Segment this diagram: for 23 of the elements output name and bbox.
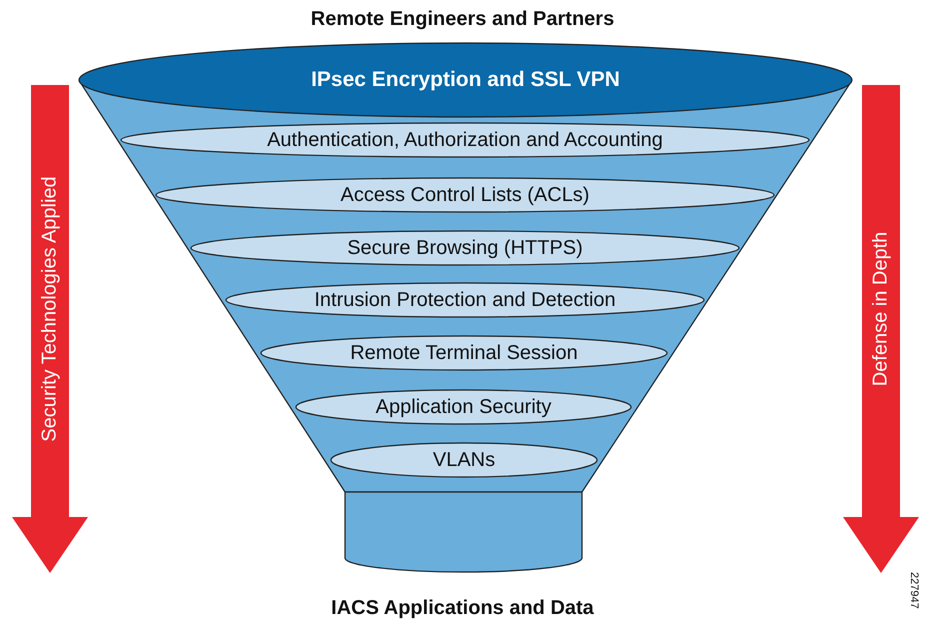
down-arrow [843, 85, 919, 573]
layer-label: Access Control Lists (ACLs) [340, 184, 590, 206]
bottom-caption: IACS Applications and Data [331, 597, 594, 620]
layer-label: Authentication, Authorization and Accounting [267, 128, 663, 152]
layer-label: Application Security [376, 396, 552, 418]
layer-label: Secure Browsing (HTTPS) [347, 236, 583, 260]
layer-ellipse [225, 282, 705, 318]
layer-label: IPsec Encryption and SSL VPN [311, 68, 620, 92]
funnel-rim-ellipse [78, 42, 853, 118]
layer-label: VLANs [432, 448, 496, 472]
figure-number: 227947 [908, 572, 920, 609]
layer-ellipse [120, 122, 810, 158]
layer-ellipse [190, 230, 740, 266]
layer-ellipse [330, 442, 598, 478]
layer-label: Intrusion Protection and Detection [314, 288, 616, 312]
layer-ellipse [260, 335, 668, 371]
arrow-label: Security Technologies Applied [38, 176, 62, 442]
down-arrow [12, 85, 88, 573]
layer-label: Remote Terminal Session [350, 342, 578, 364]
arrow-label: Defense in Depth [870, 232, 892, 387]
layer-ellipse [295, 389, 632, 425]
layer-ellipse [155, 177, 775, 213]
top-caption: Remote Engineers and Partners [310, 8, 614, 31]
